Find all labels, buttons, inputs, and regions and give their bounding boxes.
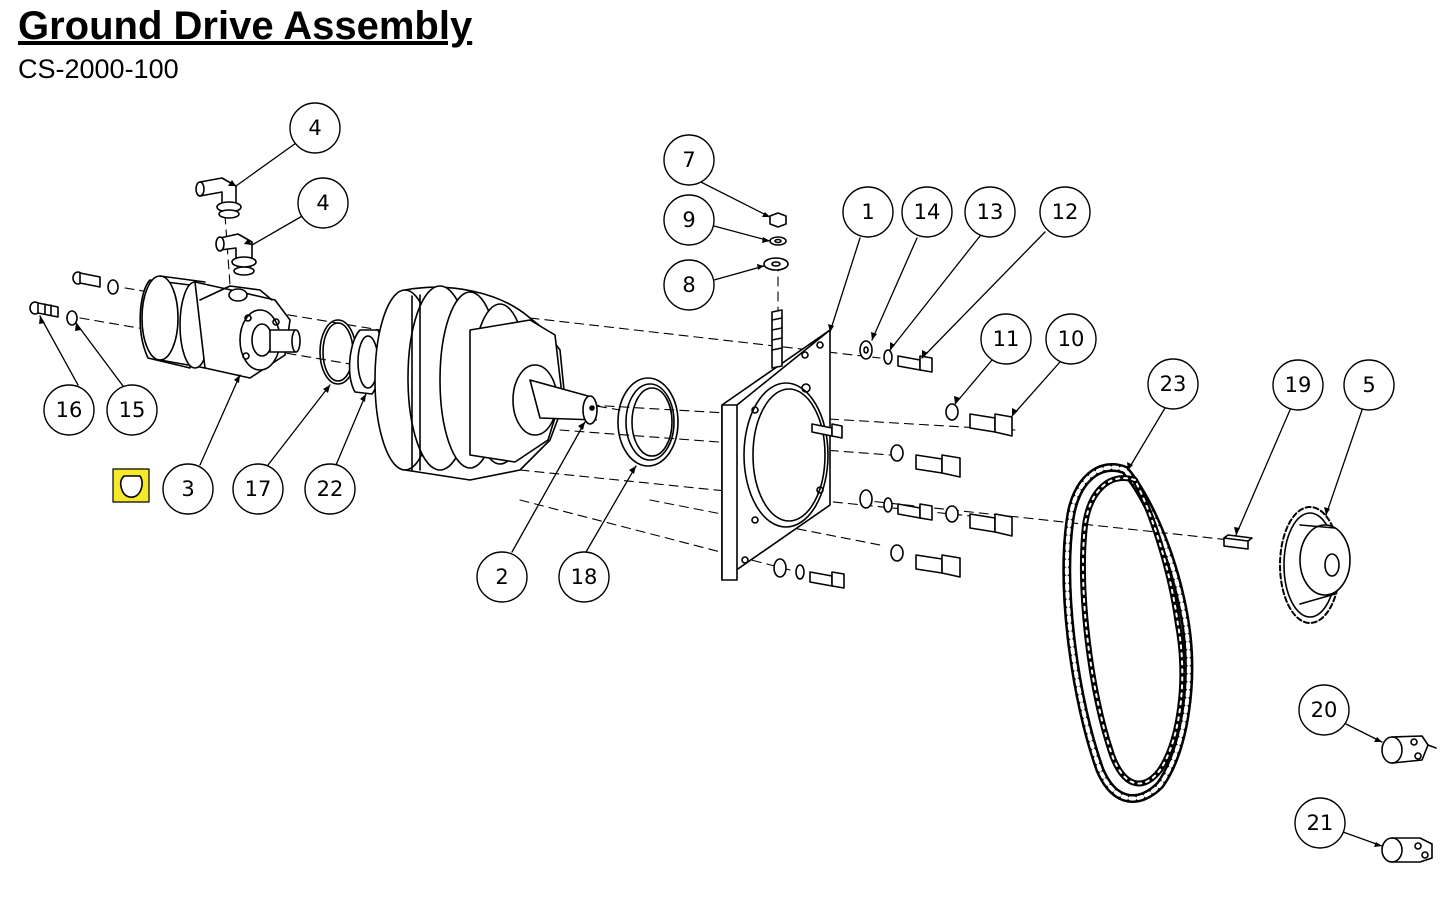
elbow-fitting-4-lower [215, 233, 257, 276]
seal-ring-18 [617, 377, 679, 467]
drive-hub-2 [374, 285, 598, 481]
part-number: CS-2000-100 [18, 54, 179, 84]
callout-label: 12 [1052, 200, 1079, 224]
callout-circle [1039, 186, 1091, 238]
washer-14 [773, 340, 873, 578]
callout-circle [1045, 313, 1097, 365]
callout-label: 7 [682, 148, 695, 172]
callout-bubble-15: 15 [106, 384, 158, 436]
callout-circle [1298, 684, 1350, 736]
callout-circle [663, 194, 715, 246]
callout-label: 20 [1311, 698, 1338, 722]
callout-bubble-23: 23 [1147, 358, 1199, 410]
callout-circle [1272, 359, 1324, 411]
callout-bubble-9: 9 [663, 194, 715, 246]
callout-label: 17 [245, 477, 272, 501]
callout-bubble-21: 21 [1294, 797, 1346, 849]
connecting-link-20 [1381, 735, 1437, 764]
leader-arrowheads [39, 180, 1382, 847]
callout-circle [43, 384, 95, 436]
callout-bubble-12: 12 [1039, 186, 1091, 238]
hex-bolt-12 [809, 355, 933, 589]
page-title: Ground Drive Assembly [18, 4, 473, 48]
callout-bubble-4: 4 [297, 177, 349, 229]
callout-circle [232, 463, 284, 515]
callout-bubble-14: 14 [901, 186, 953, 238]
callout-circle [663, 259, 715, 311]
callout-circle [304, 463, 356, 515]
roller-chain-23 [1062, 463, 1194, 803]
callout-label: 1 [861, 200, 874, 224]
callout-bubble-8: 8 [663, 259, 715, 311]
callout-label: 16 [56, 398, 83, 422]
callout-bubble-4: 4 [289, 102, 341, 154]
callout-label: 2 [495, 565, 508, 589]
offset-link-21 [1381, 837, 1433, 863]
callout-label: 13 [977, 200, 1004, 224]
lock-washer-9 [769, 236, 787, 246]
stud [771, 309, 783, 369]
callout-label: 5 [1362, 373, 1375, 397]
callout-label: 23 [1160, 372, 1187, 396]
callout-bubble-11: 11 [980, 313, 1032, 365]
callout-bubble-10: 10 [1045, 313, 1097, 365]
callout-label: 18 [571, 565, 598, 589]
callout-circle [842, 186, 894, 238]
callout-circle [980, 313, 1032, 365]
callout-label: 4 [308, 116, 321, 140]
callout-label: 3 [181, 477, 194, 501]
callout-label: 8 [682, 273, 695, 297]
callout-circle [964, 186, 1016, 238]
callout-circle [297, 177, 349, 229]
bolt-16 [29, 271, 101, 318]
callout-bubble-2: 2 [476, 551, 528, 603]
callout-label: 21 [1307, 811, 1334, 835]
callout-bubble-20: 20 [1298, 684, 1350, 736]
callout-bubble-17: 17 [232, 463, 284, 515]
callout-bubble-3: 3 [162, 463, 214, 515]
callout-bubble-7: 7 [663, 134, 715, 186]
callout-label: 9 [682, 208, 695, 232]
callout-bubble-13: 13 [964, 186, 1016, 238]
callout-bubble-16: 16 [43, 384, 95, 436]
callout-circle [476, 551, 528, 603]
callout-label: 4 [316, 191, 329, 215]
lock-washer-11 [890, 403, 959, 562]
callout-bubble-5: 5 [1343, 359, 1395, 411]
callout-bubble-22: 22 [304, 463, 356, 515]
mounting-plate-1 [721, 329, 831, 581]
callout-circle [901, 186, 953, 238]
callout-label: 11 [993, 327, 1020, 351]
key-19 [1223, 534, 1253, 550]
callout-circle [106, 384, 158, 436]
callout-circle [1343, 359, 1395, 411]
callout-bubble-19: 19 [1272, 359, 1324, 411]
hydraulic-motor-3 [139, 275, 301, 379]
lock-washer-13 [795, 349, 893, 580]
callout-circle [289, 102, 341, 154]
callout-circle [1294, 797, 1346, 849]
elbow-fitting-4-upper [195, 177, 242, 219]
callout-label: 15 [119, 398, 146, 422]
callout-circle [558, 551, 610, 603]
leader-lines [39, 142, 1383, 847]
callout-circle [1147, 358, 1199, 410]
nut-7 [769, 212, 787, 228]
callout-label: 19 [1285, 373, 1312, 397]
callout-label: 22 [317, 477, 344, 501]
callout-label: 14 [914, 200, 941, 224]
callout-bubble-1: 1 [842, 186, 894, 238]
callout-circle [162, 463, 214, 515]
highlighted-part-icon [112, 468, 150, 503]
callout-circle [663, 134, 715, 186]
callout-label: 10 [1058, 327, 1085, 351]
flat-washer-8 [763, 257, 789, 271]
washer-15 [66, 279, 119, 326]
socket-cap-screw-10 [915, 413, 1013, 578]
sprocket-5 [1279, 506, 1351, 624]
callout-bubble-18: 18 [558, 551, 610, 603]
